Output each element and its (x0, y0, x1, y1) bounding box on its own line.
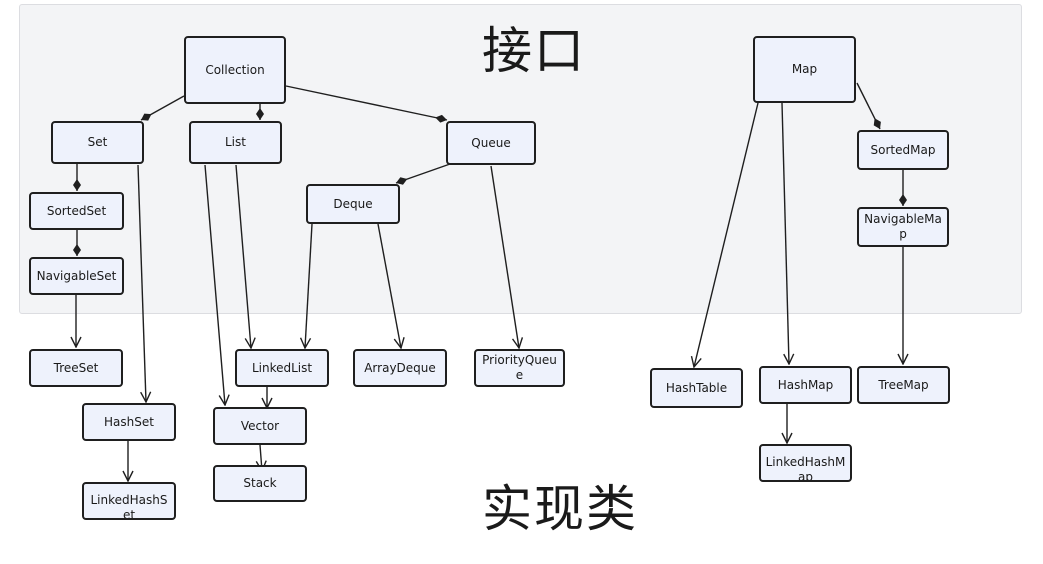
node-stack-label: Stack (243, 476, 277, 490)
node-list[interactable]: List (189, 121, 282, 164)
interfaces-title: 接口 (482, 22, 586, 80)
node-list-label: List (225, 135, 246, 149)
node-sortedset-label: SortedSet (46, 203, 107, 218)
node-hashset[interactable]: HashSet (82, 403, 176, 441)
node-navigablemap-label: NavigableMap (864, 212, 942, 241)
node-queue-label: Queue (471, 135, 511, 150)
node-deque[interactable]: Deque (306, 184, 400, 224)
node-collection[interactable]: Collection (184, 36, 286, 104)
node-treemap[interactable]: TreeMap (857, 366, 950, 404)
node-navigablemap[interactable]: NavigableMap (857, 207, 949, 247)
edge-deque-linkedlist (305, 223, 313, 348)
edge-collection-set (140, 95, 185, 121)
node-sortedmap[interactable]: SortedMap (857, 130, 949, 170)
edge-set-hashset (137, 164, 146, 402)
edge-list-vector (204, 164, 225, 405)
node-treeset-label: TreeSet (53, 360, 99, 375)
edge-map-sortedmap (856, 82, 881, 130)
node-hashtable[interactable]: HashTable (650, 368, 743, 408)
edge-queue-deque (395, 163, 451, 185)
node-linkedhashset-label: LinkedHashSet (90, 493, 168, 520)
node-treeset[interactable]: TreeSet (29, 349, 123, 387)
node-linkedhashmap-label: LinkedHashMap (765, 455, 846, 482)
node-linkedlist[interactable]: LinkedList (235, 349, 329, 387)
node-arraydeque[interactable]: ArrayDeque (353, 349, 447, 387)
node-sortedset[interactable]: SortedSet (29, 192, 124, 230)
node-set-label: Set (87, 135, 108, 149)
node-stack[interactable]: Stack (213, 465, 307, 502)
implementations-title: 实现类 (482, 480, 638, 538)
node-navigableset[interactable]: NavigableSet (29, 257, 124, 295)
edge-collection-queue (285, 85, 448, 123)
node-linkedlist-label: LinkedList (251, 360, 313, 375)
node-hashset-label: HashSet (104, 414, 154, 429)
node-hashmap-label: HashMap (777, 377, 834, 392)
node-priorityqueue[interactable]: PriorityQueue (474, 349, 565, 387)
node-priorityqueue-label: PriorityQueue (482, 353, 557, 382)
edge-deque-arraydeque (377, 223, 401, 348)
edge-queue-priorityqueue (490, 165, 519, 348)
node-vector-label: Vector (240, 418, 280, 433)
node-treemap-label: TreeMap (878, 377, 929, 392)
node-set[interactable]: Set (51, 121, 144, 164)
node-arraydeque-label: ArrayDeque (364, 360, 436, 375)
node-hashtable-label: HashTable (665, 380, 728, 395)
node-deque-label: Deque (333, 196, 373, 211)
node-navigableset-label: NavigableSet (36, 268, 117, 283)
edge-map-hashtable (694, 102, 759, 367)
node-map-label: Map (791, 62, 818, 76)
node-collection-label: Collection (205, 62, 265, 77)
node-map[interactable]: Map (753, 36, 856, 103)
node-queue[interactable]: Queue (446, 121, 536, 165)
node-linkedhashmap[interactable]: LinkedHashMap (759, 444, 852, 482)
node-hashmap[interactable]: HashMap (759, 366, 852, 404)
node-vector[interactable]: Vector (213, 407, 307, 445)
edge-list-linkedlist (235, 164, 251, 348)
node-sortedmap-label: SortedMap (870, 142, 936, 157)
edge-map-hashmap (781, 102, 789, 364)
node-linkedhashset[interactable]: LinkedHashSet (82, 482, 176, 520)
